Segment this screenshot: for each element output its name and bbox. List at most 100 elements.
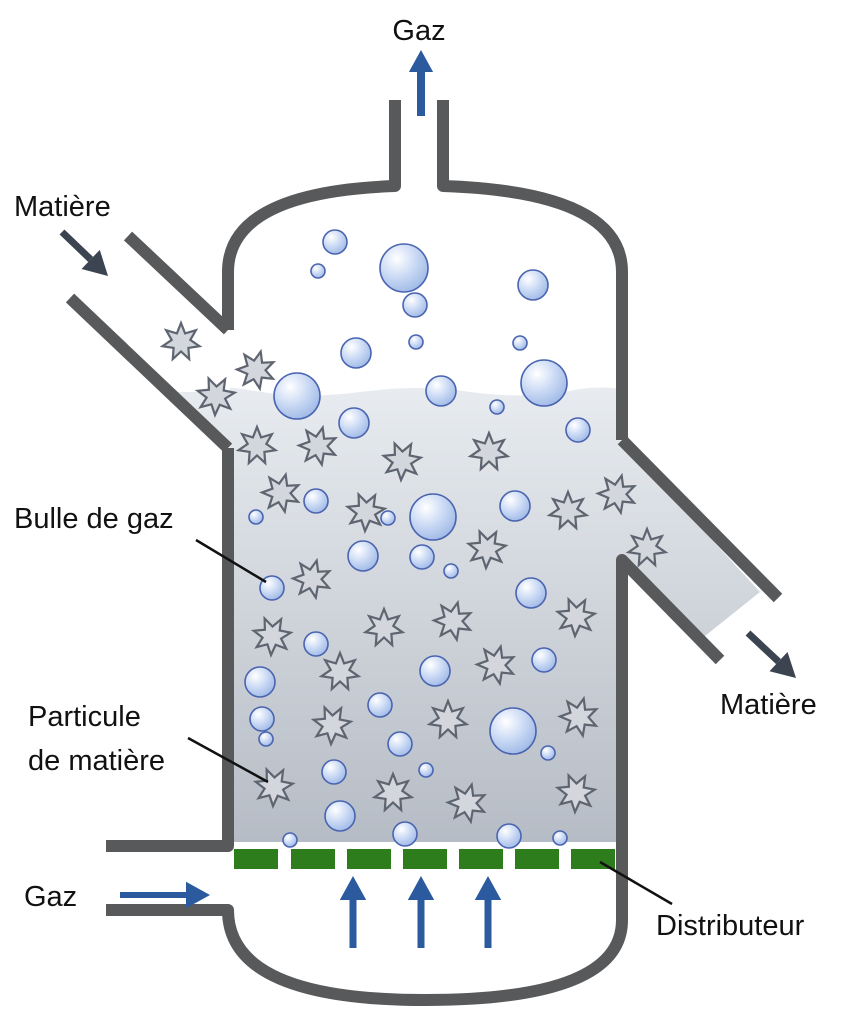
bubble-icon: [409, 544, 435, 570]
gas-outlet-label: Gaz: [392, 15, 445, 47]
star-particle-icon: [380, 440, 424, 483]
bubble-label: Bulle de gaz: [14, 503, 174, 535]
bubble-icon: [258, 731, 274, 747]
star-particle-icon: [344, 491, 388, 534]
bubble-icon: [408, 334, 424, 350]
particle-leader-line: [187, 736, 269, 784]
bubble-icon: [552, 830, 568, 846]
star-particle-icon: [296, 424, 339, 468]
star-particle-icon: [554, 596, 598, 639]
arrow-icon: [745, 630, 796, 678]
arrow-icon: [59, 229, 108, 276]
distributor-segment: [403, 849, 447, 869]
bubble-icon: [379, 243, 429, 293]
distributor-segment: [347, 849, 391, 869]
star-particle-icon: [310, 704, 354, 747]
bubble-icon: [515, 577, 547, 609]
distributor-segment: [234, 849, 278, 869]
gas-outlet-pipe-left: [222, 100, 401, 330]
gas-arrows: [120, 50, 502, 948]
bubble-icon: [340, 337, 372, 369]
bubble-icon: [303, 488, 329, 514]
material-arrows: [59, 229, 796, 678]
material-inlet-label: Matière: [14, 191, 111, 223]
bubble-icon: [380, 510, 396, 526]
star-particle-icon: [250, 615, 294, 658]
bubble-icon: [489, 707, 537, 755]
star-particle-icon: [595, 472, 638, 516]
bubble-icon: [402, 292, 428, 318]
star-particle-icon: [234, 348, 277, 392]
arrow-icon: [120, 881, 210, 909]
bubble-icon: [273, 372, 321, 420]
particles-group: [159, 320, 669, 825]
particle-label-line2: de matière: [28, 745, 165, 777]
star-particle-icon: [465, 528, 509, 571]
vessel: [65, 100, 783, 1006]
bubble-icon: [425, 375, 457, 407]
bubble-icon: [512, 335, 528, 351]
distributor-leader-line: [599, 860, 673, 906]
star-particle-icon: [252, 766, 296, 809]
gas-outlet-pipe-right: [437, 100, 628, 440]
distributor-segment: [459, 849, 503, 869]
arrow-icon: [339, 876, 367, 948]
bubble-icon: [367, 692, 393, 718]
bubble-icon: [324, 800, 356, 832]
right-wall: [616, 554, 725, 846]
star-particle-icon: [625, 526, 669, 568]
bubble-icon: [248, 509, 264, 525]
star-particle-icon: [259, 471, 302, 515]
bubble-icon: [303, 631, 329, 657]
star-particle-icon: [194, 375, 238, 418]
material-inlet-chute-upper: [123, 231, 233, 335]
bubble-icon: [499, 490, 531, 522]
star-particle-icon: [362, 606, 406, 648]
star-particle-icon: [426, 698, 470, 740]
bubble-icon: [443, 563, 459, 579]
left-wall: [106, 448, 234, 852]
bubble-icon: [531, 647, 557, 673]
bubble-icon: [347, 540, 379, 572]
bubble-icon: [310, 263, 326, 279]
gas-inlet-label: Gaz: [24, 881, 77, 913]
bubble-icon: [409, 493, 457, 541]
bubble-icon: [249, 706, 275, 732]
bubble-icon: [419, 655, 451, 687]
material-inlet-chute-lower: [65, 293, 233, 453]
bubble-icon: [322, 229, 348, 255]
star-particle-icon: [546, 489, 590, 531]
arrow-icon: [407, 876, 435, 948]
star-particle-icon: [431, 599, 474, 643]
bubble-icon: [392, 821, 418, 847]
distributor-plate: [234, 849, 615, 869]
distributor-segment: [291, 849, 335, 869]
bubble-icon: [520, 359, 568, 407]
star-particle-icon: [554, 772, 598, 815]
bubble-icon: [496, 823, 522, 849]
star-particle-icon: [290, 557, 333, 601]
bubble-icon: [244, 666, 276, 698]
star-particle-icon: [474, 643, 517, 687]
bubble-icon: [418, 762, 434, 778]
star-particle-icon: [159, 320, 203, 362]
gas-inlet-pipe: [106, 846, 628, 1006]
star-particle-icon: [371, 771, 415, 813]
arrow-icon: [408, 50, 434, 116]
material-outlet-chute-upper: [617, 435, 783, 603]
bubble-leader-line: [195, 538, 267, 584]
distributor-label: Distributeur: [656, 910, 805, 942]
distributor-segment: [515, 849, 559, 869]
arrow-icon: [474, 876, 502, 948]
star-particle-icon: [445, 781, 488, 825]
star-particle-icon: [467, 430, 511, 472]
star-particle-icon: [235, 424, 279, 466]
particle-label-line1: Particule: [28, 701, 141, 733]
bubble-icon: [282, 832, 298, 848]
material-outlet-label: Matière: [720, 689, 817, 721]
star-particle-icon: [557, 695, 600, 739]
bubble-icon: [489, 399, 505, 415]
bubble-icon: [540, 745, 556, 761]
bubble-icon: [387, 731, 413, 757]
